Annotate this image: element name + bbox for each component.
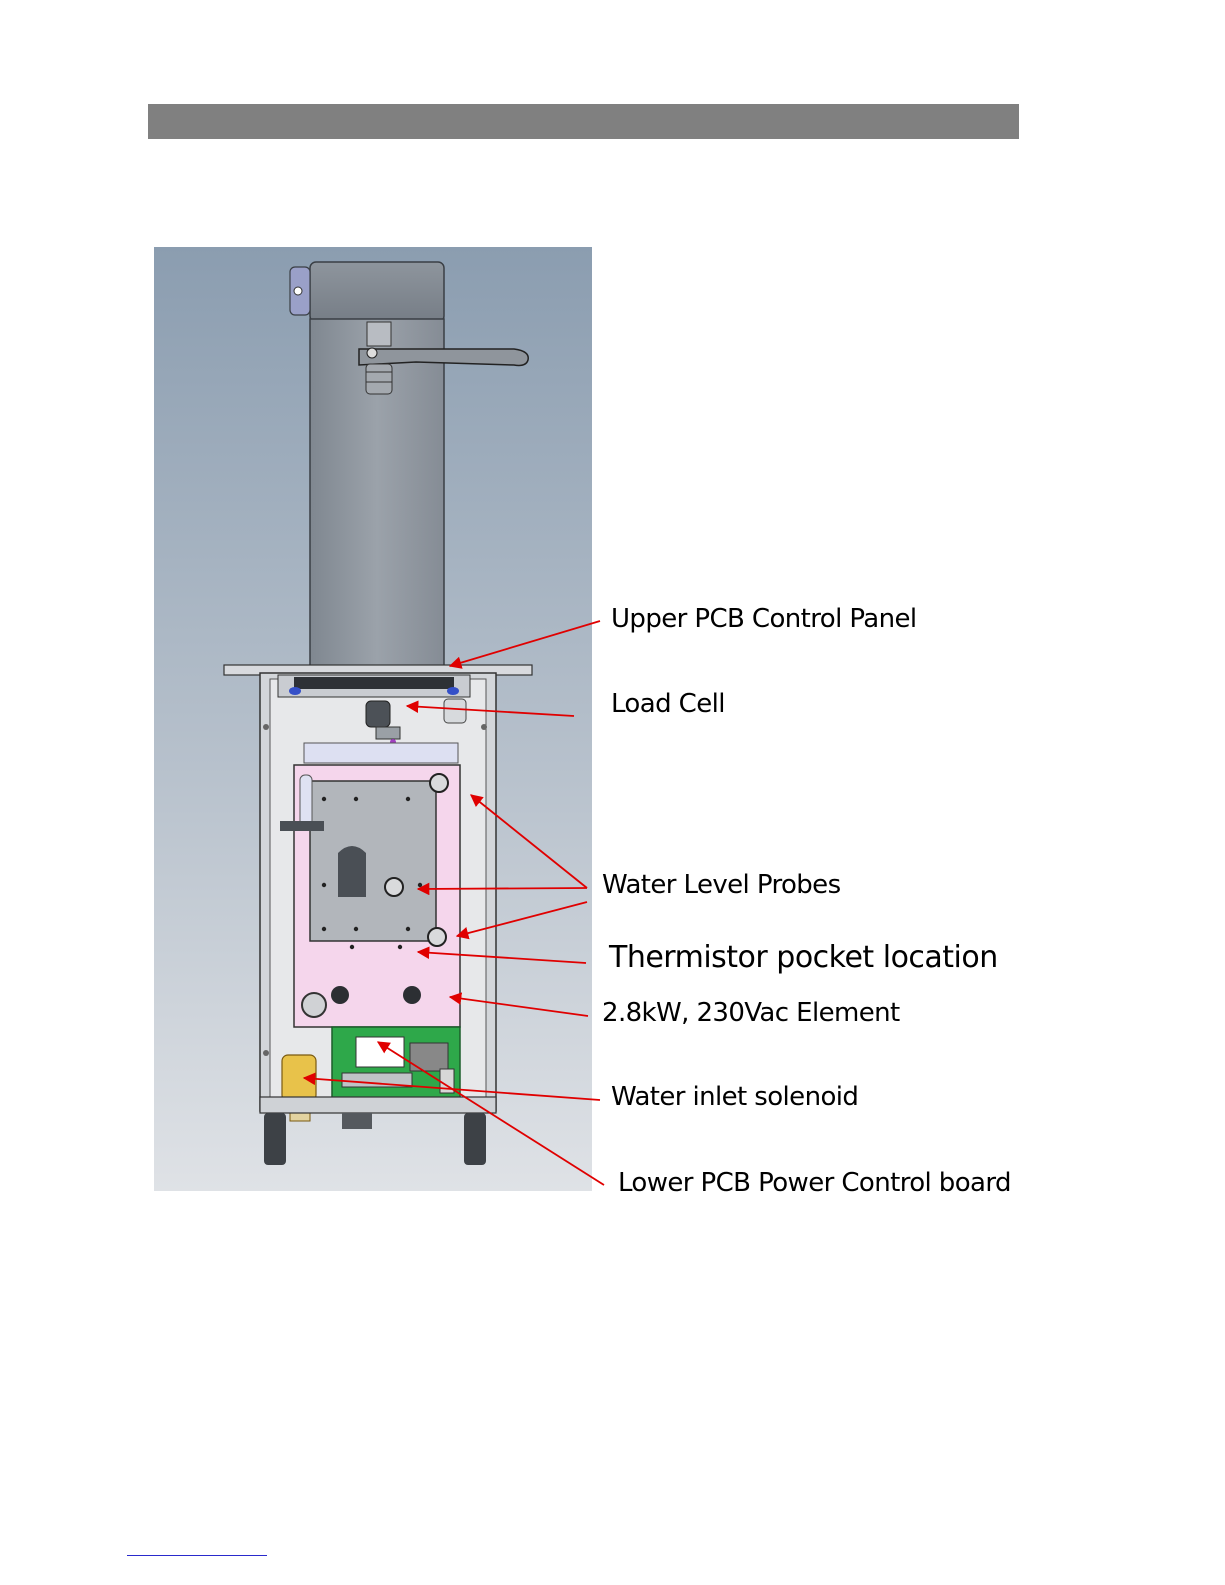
callout-lower-pcb: Lower PCB Power Control board — [618, 1168, 1011, 1198]
footer-rule — [127, 1555, 267, 1556]
callout-solenoid: Water inlet solenoid — [611, 1082, 858, 1112]
callout-load-cell: Load Cell — [611, 689, 725, 719]
callout-upper-pcb: Upper PCB Control Panel — [611, 604, 917, 634]
lower-pcb — [332, 1027, 460, 1103]
section-header-bar — [148, 104, 1019, 139]
upper-pcb-panel — [278, 675, 470, 697]
heater-tank — [280, 743, 460, 1027]
machine-diagram — [154, 247, 592, 1191]
dispense-head — [290, 262, 444, 322]
callout-element: 2.8kW, 230Vac Element — [602, 998, 900, 1028]
callout-water-level-probes: Water Level Probes — [602, 870, 841, 900]
callout-thermistor: Thermistor pocket location — [609, 940, 998, 975]
